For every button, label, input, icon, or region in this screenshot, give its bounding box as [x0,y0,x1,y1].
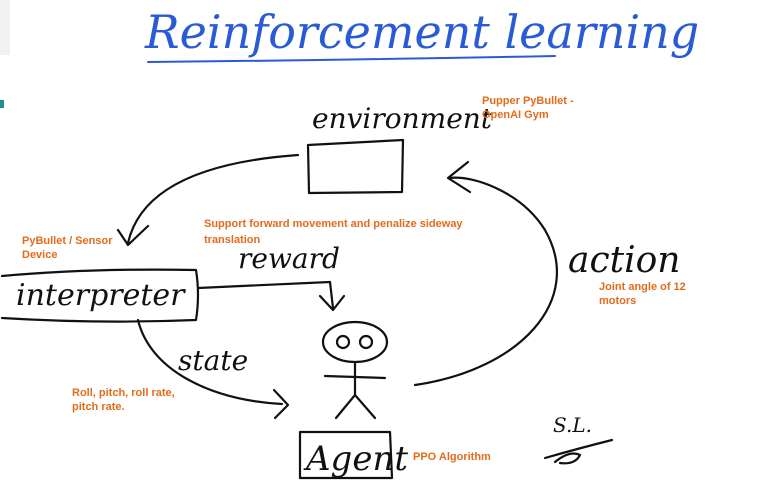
state-label: state [178,344,248,377]
state-note-line2: pitch rate. [72,401,125,413]
interpreter-label: interpreter [16,278,186,313]
interpreter-box [0,268,200,323]
agent-legs [334,393,377,420]
agent-eye-right [358,334,374,350]
action-note-line1: Joint angle of 12 [599,281,686,293]
action-arrowhead [446,160,472,194]
reward-label: reward [238,242,340,275]
action-note-line2: motors [599,295,636,307]
state-note-line1: Roll, pitch, roll rate, [72,387,175,399]
teal-marker [0,100,4,108]
reward-note-line2: translation [204,234,261,246]
agent-box [298,430,394,480]
signature-initials: S.L. [553,413,592,437]
reward-arrowhead [318,294,346,312]
environment-label: environment [312,102,493,135]
agent-head [321,320,389,364]
environment-note-line1: Pupper PyBullet - [482,95,574,107]
action-label: action [568,240,680,281]
state-arrowhead [272,388,290,420]
signature-scribble [543,438,614,465]
interpreter-note-line2: Device [22,249,57,261]
env-to-interpreter-arrowhead [116,224,150,247]
agent-eye-left [335,334,351,350]
state-arrow [136,318,284,406]
interpreter-note-line1: PyBullet / Sensor [22,235,113,247]
reward-arrow [196,280,335,310]
agent-note: PPO Algorithm [413,451,491,463]
agent-label: Agent [303,439,408,479]
reward-note-line1: Support forward movement and penalize si… [204,218,463,230]
environment-note-line2: OpenAI Gym [482,109,549,121]
env-to-interpreter-arrow [126,153,300,245]
diagram-title: Reinforcement learning [144,5,699,59]
left-edge-strip [0,0,10,55]
agent-arms [323,374,387,380]
title-underline [147,55,556,63]
environment-box [306,138,405,195]
action-arrow [413,176,558,387]
